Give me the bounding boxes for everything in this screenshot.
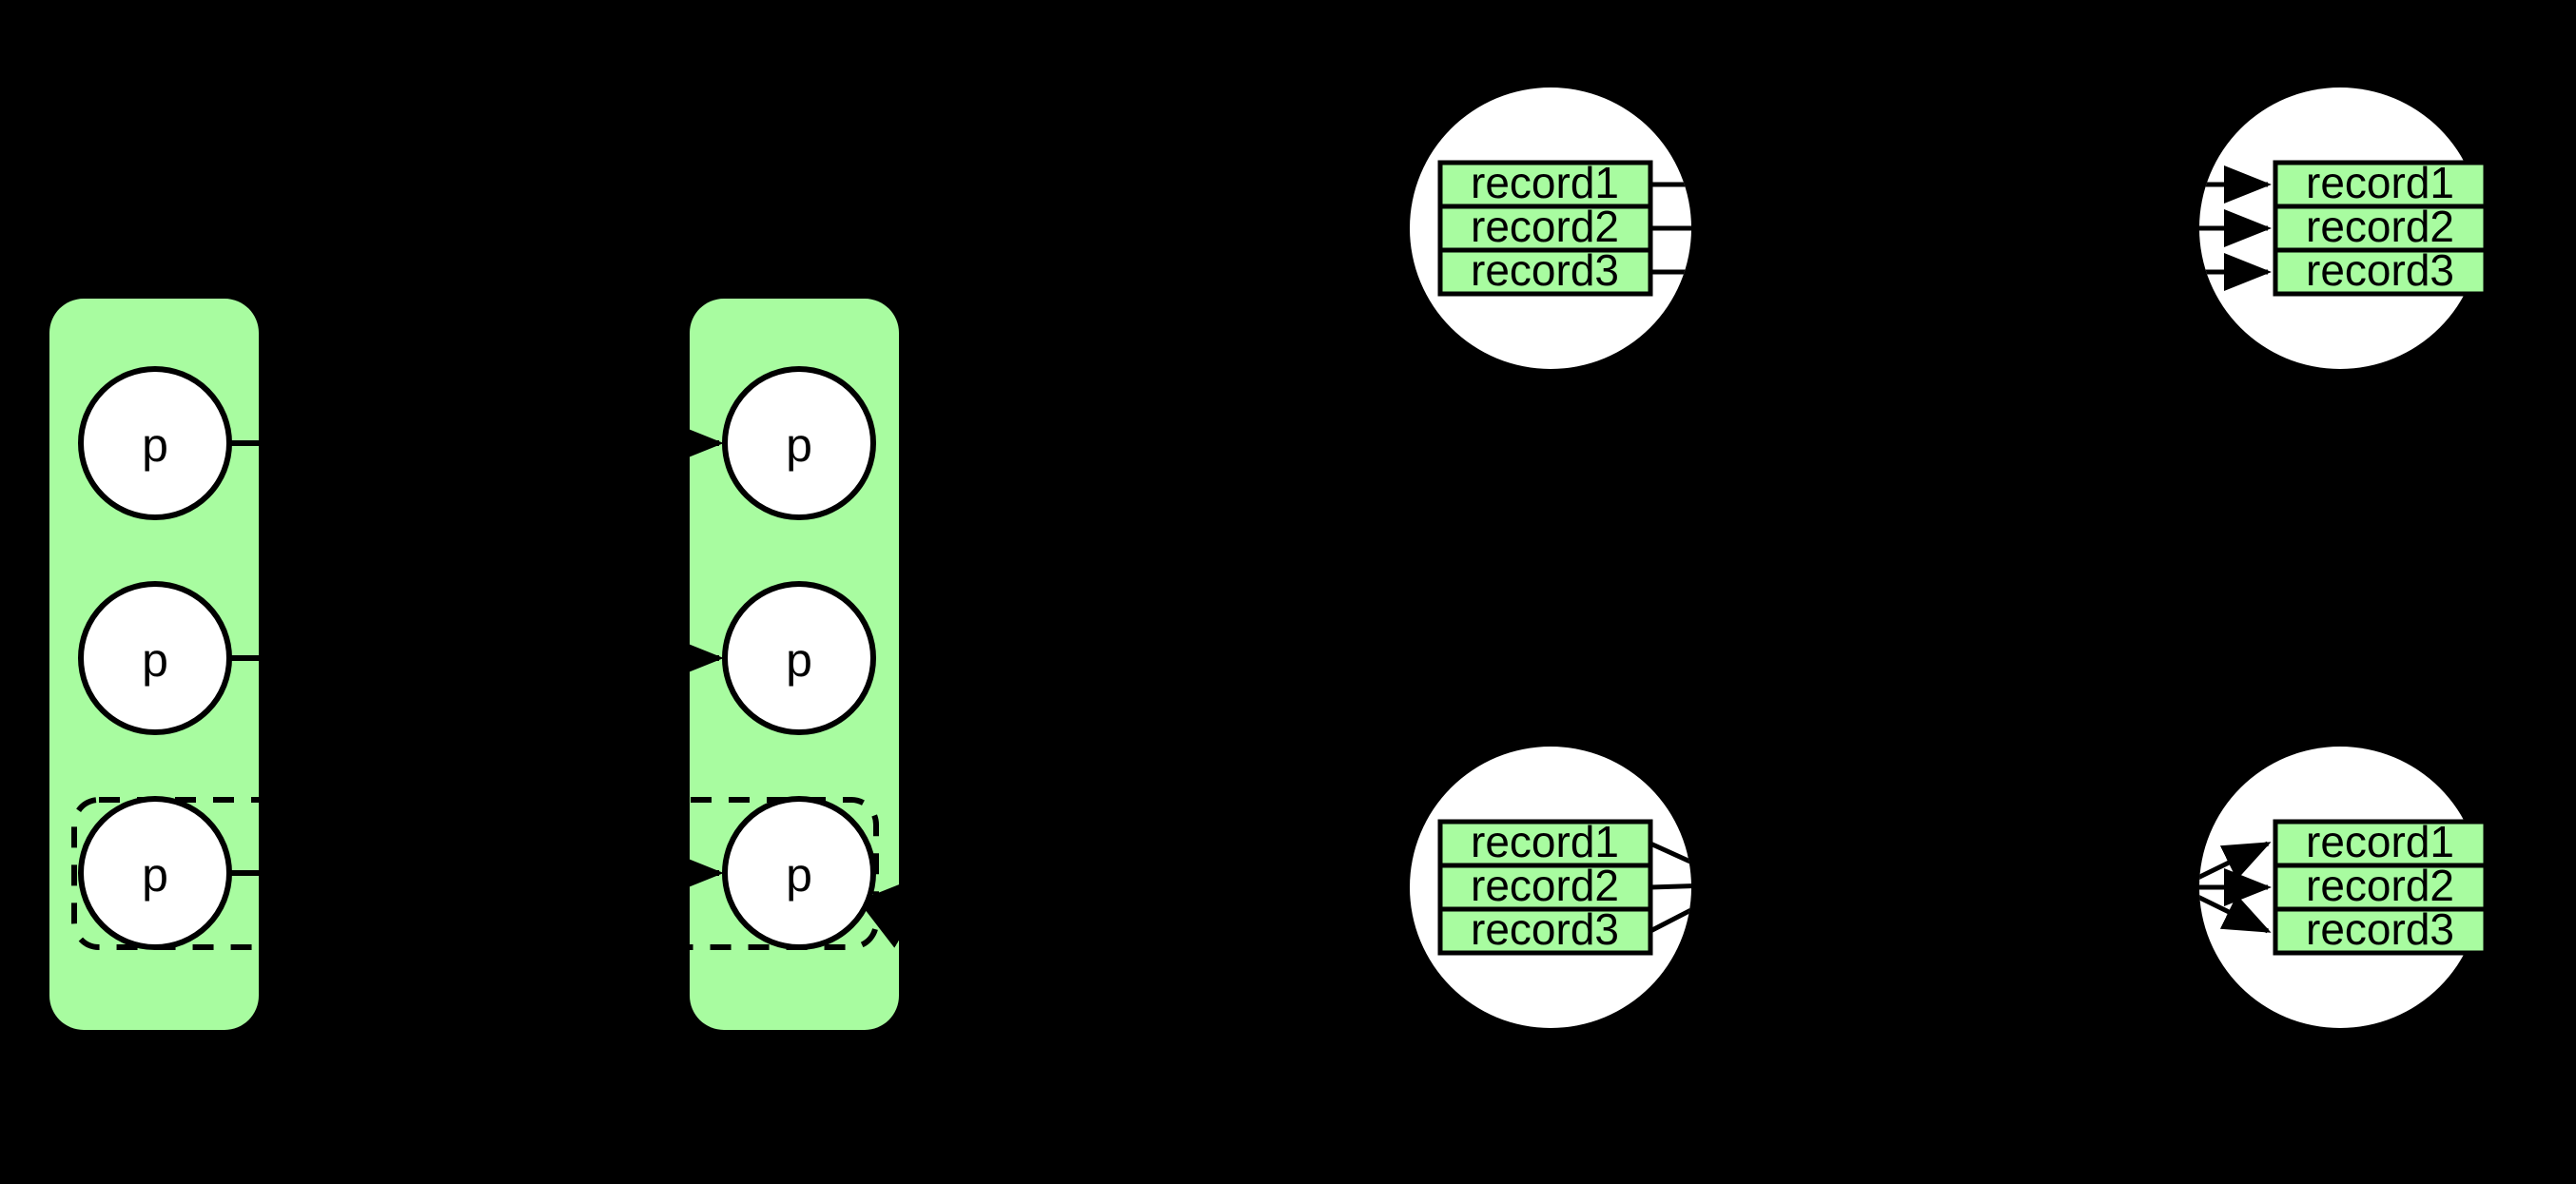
process-circle[interactable] [78, 581, 232, 735]
process-label: p [786, 418, 812, 472]
record-row-3-box[interactable] [1437, 906, 1653, 956]
in-arrow-1 [2199, 841, 2272, 890]
out-stub-1 [1649, 841, 1691, 887]
panel-after: p p p [690, 299, 899, 1030]
panel-after-dashed-box [690, 797, 879, 950]
panel-after-node-1[interactable]: p [722, 366, 876, 520]
record-row-3-label: record3 [1471, 904, 1619, 954]
panel-before-stubs [229, 440, 259, 876]
record-row-2-box[interactable] [1437, 204, 1653, 253]
process-circle[interactable] [78, 366, 232, 520]
record-row-2-label: record2 [1471, 861, 1619, 910]
record-box[interactable]: record1 record2 record3 [1437, 158, 1653, 297]
process-label: p [142, 848, 168, 902]
circle-bottom-left[interactable]: record1 record2 record3 [1410, 747, 1741, 1028]
record-out-converging-stubs [1649, 841, 1691, 934]
panel-after-node-3[interactable]: p [722, 796, 876, 950]
record-out-stubs [1650, 182, 1691, 275]
record-row-3-label: record3 [2306, 904, 2454, 954]
record-in-arrows [2199, 165, 2273, 291]
panel-after-node-2[interactable]: p [722, 581, 876, 735]
record-row-1-label: record1 [1471, 817, 1619, 866]
record-row-1-box[interactable] [2273, 160, 2488, 209]
record-row-1-label: record1 [2306, 158, 2454, 207]
in-arrow-3 [2199, 884, 2272, 934]
process-circle[interactable] [722, 581, 876, 735]
record-row-3-box[interactable] [2273, 906, 2488, 956]
process-label: p [786, 848, 812, 902]
record-row-1-label: record1 [2306, 817, 2454, 866]
record-row-3-label: record3 [2306, 245, 2454, 295]
record-row-3-box[interactable] [1437, 247, 1653, 297]
process-label: p [786, 633, 812, 687]
circle-top-left[interactable]: record1 record2 record3 [1410, 87, 1741, 369]
record-row-1-box[interactable] [1437, 819, 1653, 868]
record-row-1-label: record1 [1471, 158, 1619, 207]
record-box[interactable]: record1 record2 record3 [1437, 817, 1653, 956]
record-row-3-label: record3 [1471, 245, 1619, 295]
out-stub-3 [1649, 882, 1691, 934]
panel-before: p p p [49, 299, 259, 1030]
record-box[interactable]: record1 record2 record3 [2273, 817, 2488, 956]
process-label: p [142, 633, 168, 687]
record-row-2-label: record2 [2306, 202, 2454, 251]
process-label: p [142, 418, 168, 472]
process-circle[interactable] [722, 366, 876, 520]
panel-before-node-3[interactable]: p [78, 796, 232, 950]
circle-top-right[interactable]: record1 record2 record3 [2169, 87, 2488, 369]
record-row-3-box[interactable] [2273, 247, 2488, 297]
record-row-2-box[interactable] [2273, 204, 2488, 253]
record-in-converging-arrows [2199, 841, 2273, 934]
record-row-2-label: record2 [1471, 202, 1619, 251]
panel-before-node-2[interactable]: p [78, 581, 232, 735]
panel-before-node-1[interactable]: p [78, 366, 232, 520]
process-circle[interactable] [722, 796, 876, 950]
out-stub-2 [1649, 882, 1691, 890]
panel-after-arrows [690, 420, 724, 896]
record-box[interactable]: record1 record2 record3 [2273, 158, 2488, 297]
process-circle[interactable] [78, 796, 232, 950]
circle-bottom-right[interactable]: record1 record2 record3 [2178, 747, 2488, 1028]
record-row-2-label: record2 [2306, 861, 2454, 910]
